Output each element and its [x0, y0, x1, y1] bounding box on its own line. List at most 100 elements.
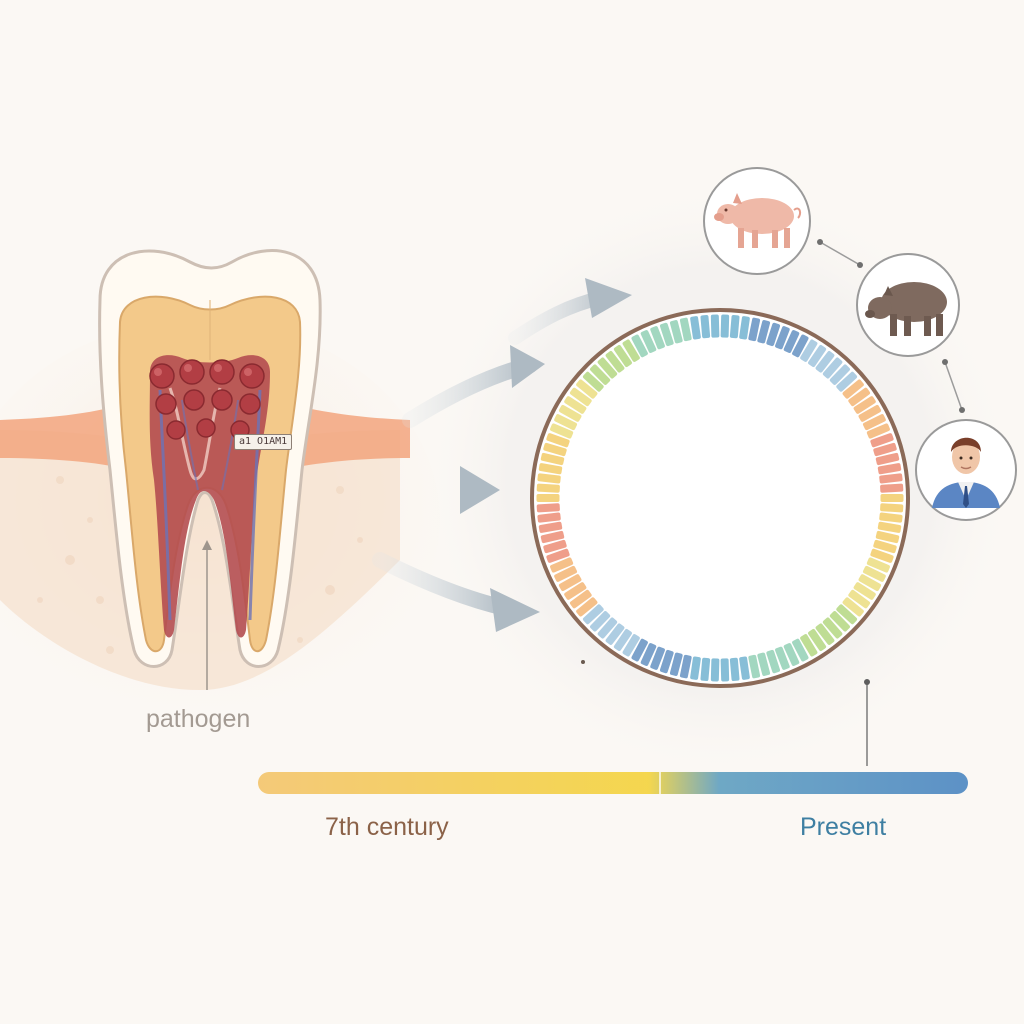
genome-segment	[596, 616, 619, 640]
genome-segment	[869, 547, 895, 564]
genome-segment	[689, 315, 702, 341]
genome-segment	[865, 422, 891, 440]
genome-segment	[581, 370, 605, 393]
genome-segment	[828, 610, 851, 633]
genome-segment	[791, 333, 810, 359]
genome-segment	[847, 588, 872, 610]
pathogen-label: pathogen	[146, 705, 251, 733]
genome-segment	[747, 653, 762, 680]
genome-segment	[872, 441, 898, 458]
genome-segment	[542, 441, 568, 458]
genome-segment	[728, 656, 741, 683]
genome-segment	[630, 333, 649, 359]
pathogen-pointer	[202, 540, 212, 690]
genome-segment	[678, 653, 693, 680]
genome-segment	[668, 319, 684, 345]
genome-segment	[861, 413, 887, 432]
genome-segment	[689, 655, 702, 681]
genome-segment	[765, 321, 782, 348]
genome-segment	[537, 462, 564, 476]
genome-segment	[563, 395, 588, 415]
genome-segment	[878, 472, 904, 485]
genome-segment	[549, 556, 575, 574]
genome-segment	[719, 657, 731, 683]
genome-segment	[869, 432, 895, 449]
genome-segment	[835, 603, 859, 626]
genome-segment	[604, 350, 626, 374]
genome-segment	[575, 596, 599, 618]
present-pointer	[864, 679, 870, 766]
genome-segment	[878, 511, 904, 524]
genome-segment	[879, 493, 905, 503]
genome-segment	[649, 645, 666, 671]
genome-segment	[621, 633, 641, 658]
genome-segment	[596, 356, 619, 380]
genome-segment	[835, 370, 859, 393]
genome-segment	[807, 344, 828, 368]
genome-segment	[668, 651, 684, 677]
genome-segment	[535, 482, 561, 494]
genome-segment	[879, 502, 905, 514]
genome-segment	[535, 493, 561, 503]
genome-segment	[728, 313, 741, 340]
boar-icon	[856, 253, 960, 357]
genome-segment	[799, 633, 819, 658]
timeline-end-label: Present	[800, 813, 887, 841]
genome-segment	[861, 564, 887, 583]
genome-segment	[612, 628, 633, 652]
genome-segment	[857, 403, 883, 423]
genome-segment	[814, 622, 836, 646]
genome-segment	[874, 451, 901, 467]
genome-segment	[621, 338, 641, 363]
timeline-start-label: 7th century	[325, 813, 449, 841]
genome-segment	[774, 325, 791, 351]
genome-segment	[709, 657, 721, 683]
genome-segment	[857, 573, 883, 593]
genome-segment	[568, 588, 593, 610]
genome-segment	[747, 316, 762, 343]
genome-segment	[553, 564, 579, 583]
genome-segment	[876, 462, 903, 476]
genome-segment	[604, 622, 626, 646]
genome-segment	[612, 344, 633, 368]
genome-segment	[678, 316, 693, 343]
tooth	[98, 249, 322, 668]
genome-segment	[545, 432, 571, 449]
genome-segment	[799, 338, 819, 363]
genome-segment	[539, 529, 566, 545]
genome-segment	[536, 511, 562, 524]
genome-segment	[575, 378, 599, 400]
genome-segment	[589, 363, 612, 386]
genome-segment	[709, 313, 721, 339]
genome-segment	[542, 538, 568, 555]
genome-segment	[553, 413, 579, 432]
genome-segment	[841, 596, 865, 618]
host-chain	[703, 167, 1017, 521]
genome-segment	[658, 648, 675, 675]
genome-segment	[765, 648, 782, 675]
genome-segment	[874, 529, 901, 545]
flow-arrows	[371, 278, 632, 632]
genome-segment	[782, 642, 801, 667]
genome-segment	[847, 386, 872, 408]
genome-segments	[535, 313, 905, 683]
genome-segment	[719, 313, 731, 339]
genome-ring	[530, 308, 910, 688]
genome-segment	[738, 315, 751, 341]
genome-segment	[539, 451, 566, 467]
genome-segment	[557, 403, 583, 423]
person-icon	[915, 419, 1017, 521]
genome-segment	[545, 547, 571, 564]
genome-segment	[821, 356, 844, 380]
genome-segment	[841, 378, 865, 400]
genome-segment	[699, 313, 712, 340]
genome-segment	[865, 556, 891, 574]
genome-segment	[568, 386, 593, 408]
genome-segment	[738, 655, 751, 681]
pig-icon	[703, 167, 811, 275]
genome-segment	[589, 610, 612, 633]
genome-segment	[699, 656, 712, 683]
genome-segment	[649, 325, 666, 351]
genome-segment	[557, 573, 583, 593]
